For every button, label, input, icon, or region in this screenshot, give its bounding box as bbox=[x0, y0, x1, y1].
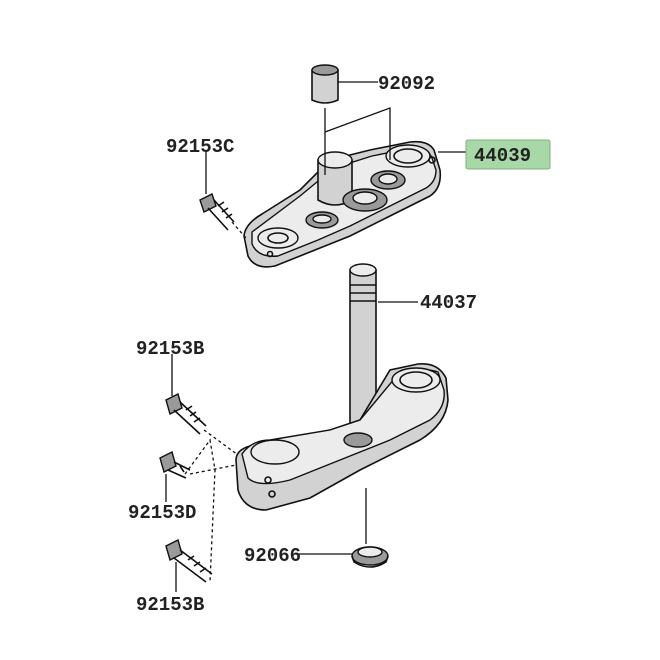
part-label-92153b-bottom[interactable]: 92153B bbox=[136, 594, 204, 616]
part-label-92153c[interactable]: 92153C bbox=[166, 136, 234, 158]
bushing-92092-drawing bbox=[311, 64, 339, 104]
upper-bracket-44039-drawing bbox=[243, 140, 442, 268]
part-label-44039[interactable]: 44039 bbox=[474, 145, 531, 167]
lower-bracket-44037-drawing bbox=[235, 263, 449, 511]
bolt-92153c-drawing bbox=[199, 193, 247, 239]
part-label-92153b-top[interactable]: 92153B bbox=[136, 338, 204, 360]
bolt-92153d-drawing bbox=[159, 450, 191, 479]
bolt-92153b-bottom-drawing bbox=[165, 538, 213, 583]
part-label-92153d[interactable]: 92153D bbox=[128, 502, 196, 524]
part-label-44037[interactable]: 44037 bbox=[420, 292, 477, 314]
part-label-92092[interactable]: 92092 bbox=[378, 73, 435, 95]
part-label-92066[interactable]: 92066 bbox=[244, 545, 301, 567]
highlight-box-44039 bbox=[465, 139, 551, 170]
cap-92066-drawing bbox=[351, 546, 389, 568]
bolt-92153b-top-drawing bbox=[165, 392, 239, 456]
